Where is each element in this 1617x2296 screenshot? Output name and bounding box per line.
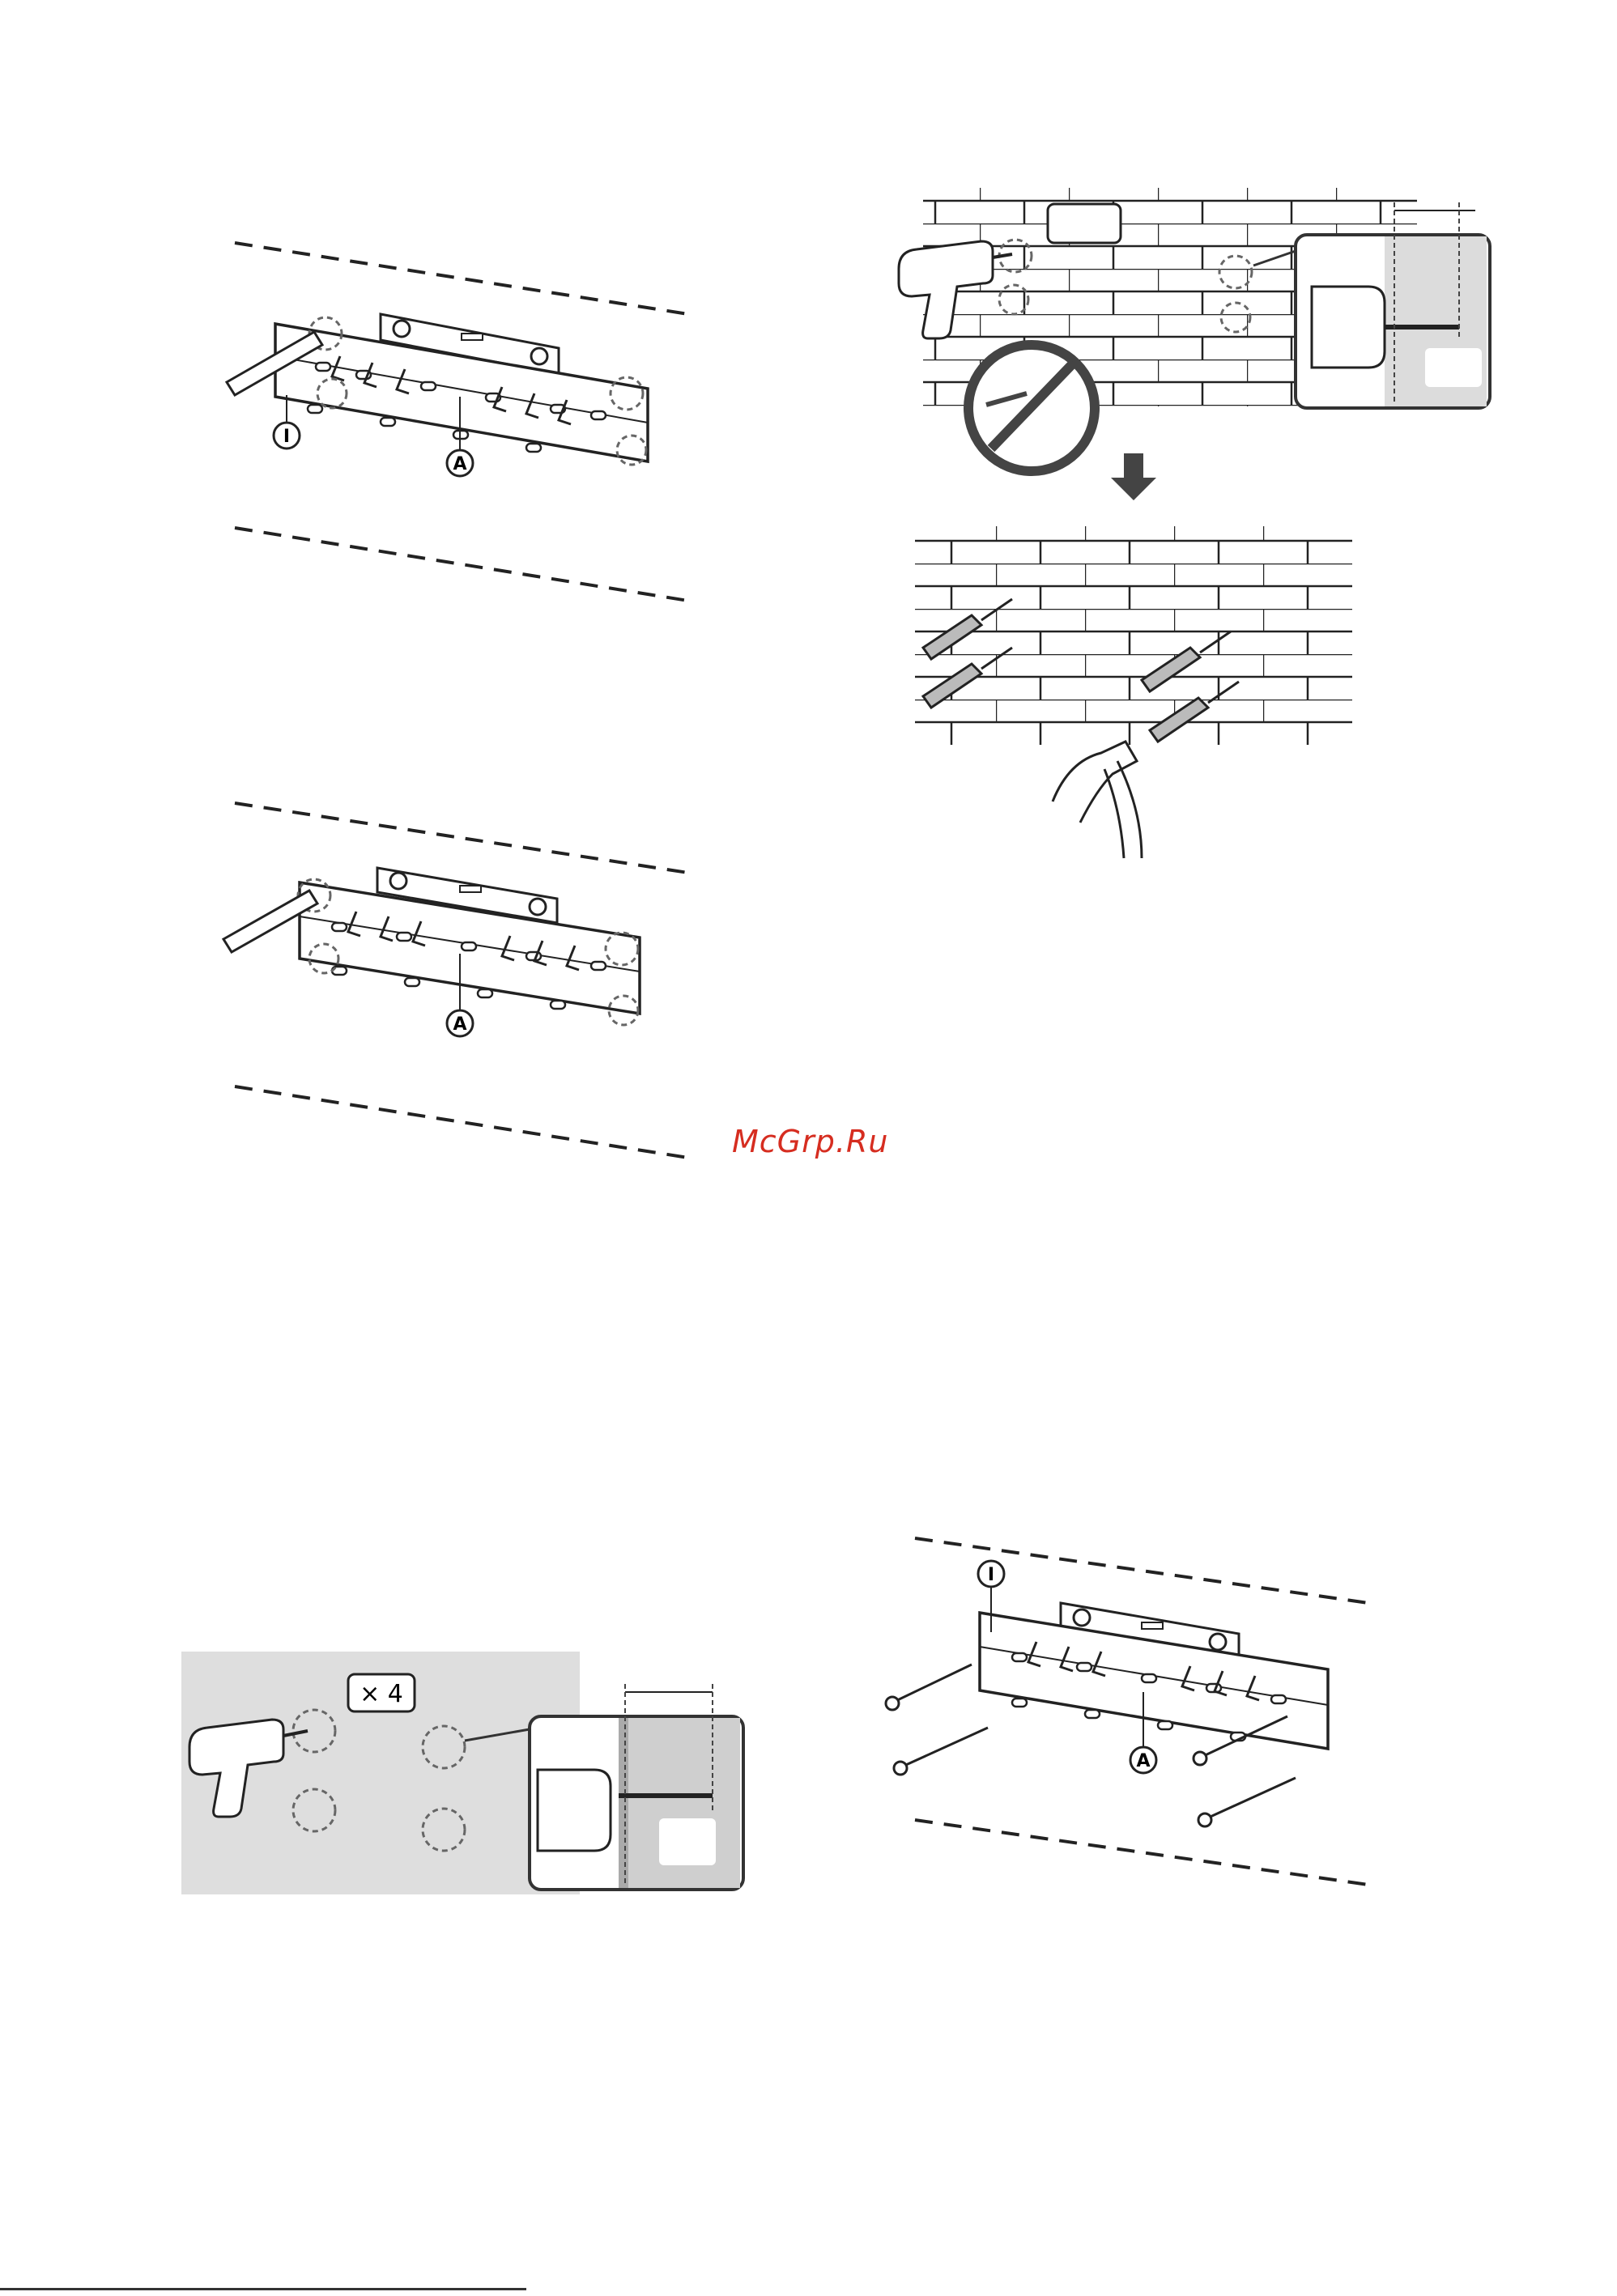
figure-screw-bracket: I A bbox=[883, 1522, 1393, 1903]
part-i-label: I bbox=[283, 427, 290, 447]
hammer-icon bbox=[1053, 742, 1142, 858]
part-a-label: A bbox=[453, 1014, 466, 1035]
quantity-label: × 4 bbox=[360, 1680, 403, 1708]
part-a-label: A bbox=[1136, 1751, 1150, 1771]
down-arrow-icon bbox=[1109, 453, 1158, 502]
part-a-label: A bbox=[453, 454, 466, 474]
figure-mark-bracket-variant: A bbox=[219, 793, 704, 1166]
figure-drill-brick-wall bbox=[891, 178, 1490, 502]
figure-insert-anchors bbox=[907, 518, 1360, 874]
no-drill-mortar-icon bbox=[968, 345, 1095, 471]
figure-mark-bracket-pencil: I A bbox=[219, 235, 704, 623]
part-i-callout: I bbox=[274, 395, 300, 449]
footer-line bbox=[0, 2288, 526, 2290]
figure-drill-wood-x4: × 4 bbox=[181, 1652, 748, 1894]
watermark: McGrp.Ru bbox=[732, 1124, 888, 1159]
part-i-label: I bbox=[988, 1565, 994, 1585]
